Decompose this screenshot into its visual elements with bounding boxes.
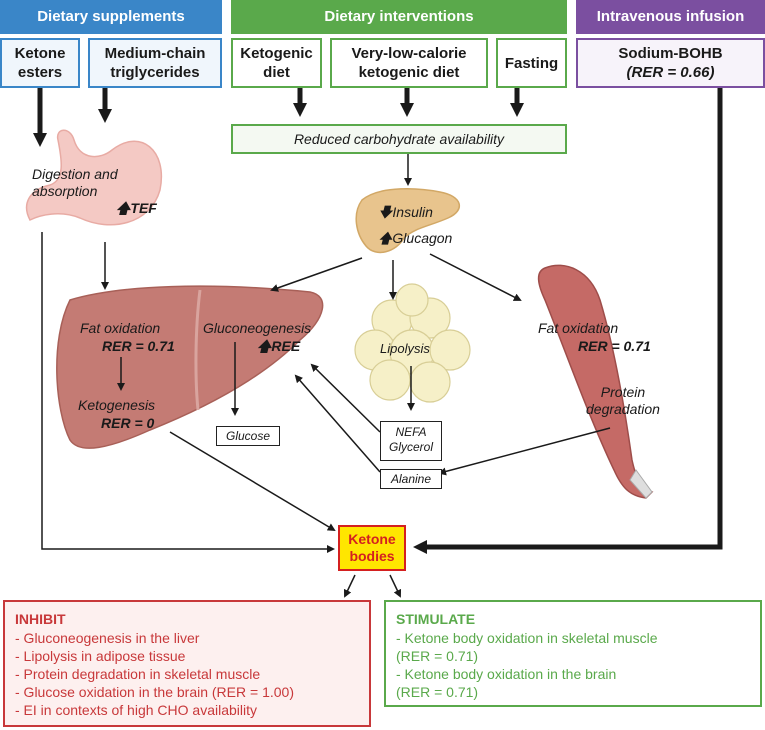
down-arrow-icon: 🡇 xyxy=(378,204,393,220)
box-ketone-esters: Ketone esters xyxy=(0,38,80,88)
alanine-box: Alanine xyxy=(380,469,442,489)
ketogenesis-rer: RER = 0 xyxy=(101,415,155,431)
inhibit-item: - Glucose oxidation in the brain (RER = … xyxy=(15,684,294,700)
ketone-bodies-line1: Ketone xyxy=(348,531,396,547)
liver-illustration xyxy=(56,285,324,449)
stimulate-title: STIMULATE xyxy=(396,611,476,627)
sodium-bohb-label: Sodium-BOHB xyxy=(618,45,723,62)
nefa-glycerol-box: NEFA Glycerol xyxy=(380,421,442,461)
pathway-arrows xyxy=(41,154,611,598)
insulin-label: 🡇Insulin xyxy=(378,204,433,221)
adipose-illustration xyxy=(354,283,471,403)
protein-line1: Protein xyxy=(600,384,646,400)
ketogenic-diet-line2: diet xyxy=(263,64,290,81)
stimulate-item: - Ketone body oxidation in skeletal musc… xyxy=(396,630,658,646)
tef-label: 🡅TEF xyxy=(116,200,157,217)
glycerol-text: Glycerol xyxy=(388,440,433,454)
digestion-line2: absorption xyxy=(32,183,98,199)
liver-fat-oxidation: Fat oxidation xyxy=(80,320,161,336)
ree-text: REE xyxy=(271,338,301,354)
protein-degradation-label: Protein degradation xyxy=(586,384,660,418)
box-fasting: Fasting xyxy=(496,38,567,88)
stomach-illustration xyxy=(25,129,163,226)
inhibit-panel: INHIBIT - Gluconeogenesis in the liver -… xyxy=(3,600,371,727)
stimulate-item: (RER = 0.71) xyxy=(396,684,479,700)
stimulate-item: (RER = 0.71) xyxy=(396,648,479,664)
infusion-arrow xyxy=(413,88,723,554)
reduced-carbohydrate-availability: Reduced carbohydrate availability xyxy=(231,124,567,154)
muscle-fat-oxidation: Fat oxidation xyxy=(538,320,619,336)
header-intravenous-infusion: Intravenous infusion xyxy=(576,0,765,34)
muscle-rer: RER = 0.71 xyxy=(578,338,651,354)
ketogenesis-label: Ketogenesis xyxy=(78,397,156,413)
box-medium-chain-triglycerides: Medium-chain triglycerides xyxy=(88,38,222,88)
header-dietary-interventions: Dietary interventions xyxy=(231,0,567,34)
digestion-absorption-label: Digestion and absorption xyxy=(32,166,162,200)
up-arrow-icon: 🡅 xyxy=(116,200,131,216)
insulin-text: Insulin xyxy=(392,204,433,220)
ketone-bodies-line2: bodies xyxy=(349,548,395,564)
inhibit-item: - Gluconeogenesis in the liver xyxy=(15,630,200,646)
ree-label: 🡅REE xyxy=(257,338,300,355)
box-very-low-calorie-ketogenic-diet: Very-low-calorie ketogenic diet xyxy=(330,38,488,88)
nefa-text: NEFA xyxy=(395,425,427,439)
stimulate-item: - Ketone body oxidation in the brain xyxy=(396,666,617,682)
box-ketogenic-diet: Ketogenic diet xyxy=(231,38,322,88)
mct-line2: triglycerides xyxy=(110,64,200,81)
vlckd-line1: Very-low-calorie xyxy=(351,45,467,62)
pancreas-illustration xyxy=(355,188,460,254)
header-dietary-supplements: Dietary supplements xyxy=(0,0,222,34)
mct-line1: Medium-chain xyxy=(104,45,206,62)
ketone-bodies-box: Ketone bodies xyxy=(338,525,406,571)
glucose-box: Glucose xyxy=(216,426,280,446)
box-sodium-bohb: Sodium-BOHB (RER = 0.66) xyxy=(576,38,765,88)
ketogenic-diet-line1: Ketogenic xyxy=(240,45,313,62)
sodium-bohb-rer: (RER = 0.66) xyxy=(626,64,715,81)
inhibit-item: - Lipolysis in adipose tissue xyxy=(15,648,186,664)
tef-text: TEF xyxy=(130,200,157,216)
vlckd-line2: ketogenic diet xyxy=(358,64,460,81)
ketone-esters-line2: esters xyxy=(17,64,63,81)
protein-line2: degradation xyxy=(586,401,660,417)
stimulate-panel: STIMULATE - Ketone body oxidation in ske… xyxy=(384,600,762,707)
inhibit-title: INHIBIT xyxy=(15,611,66,627)
gluconeogenesis-label: Gluconeogenesis xyxy=(203,320,312,336)
lipolysis-label: Lipolysis xyxy=(380,341,430,356)
digestion-line1: Digestion and xyxy=(32,166,118,182)
muscle-illustration xyxy=(537,264,654,499)
up-arrow-icon: 🡅 xyxy=(257,338,272,354)
inhibit-item: - EI in contexts of high CHO availabilit… xyxy=(15,702,257,718)
source-arrows xyxy=(33,88,524,147)
glucagon-text: Glucagon xyxy=(392,230,453,246)
up-arrow-icon: 🡅 xyxy=(378,230,393,246)
ketone-esters-line1: Ketone xyxy=(14,45,66,62)
liver-rer-fat: RER = 0.71 xyxy=(102,338,175,354)
inhibit-item: - Protein degradation in skeletal muscle xyxy=(15,666,261,682)
glucagon-label: 🡅Glucagon xyxy=(378,230,452,247)
